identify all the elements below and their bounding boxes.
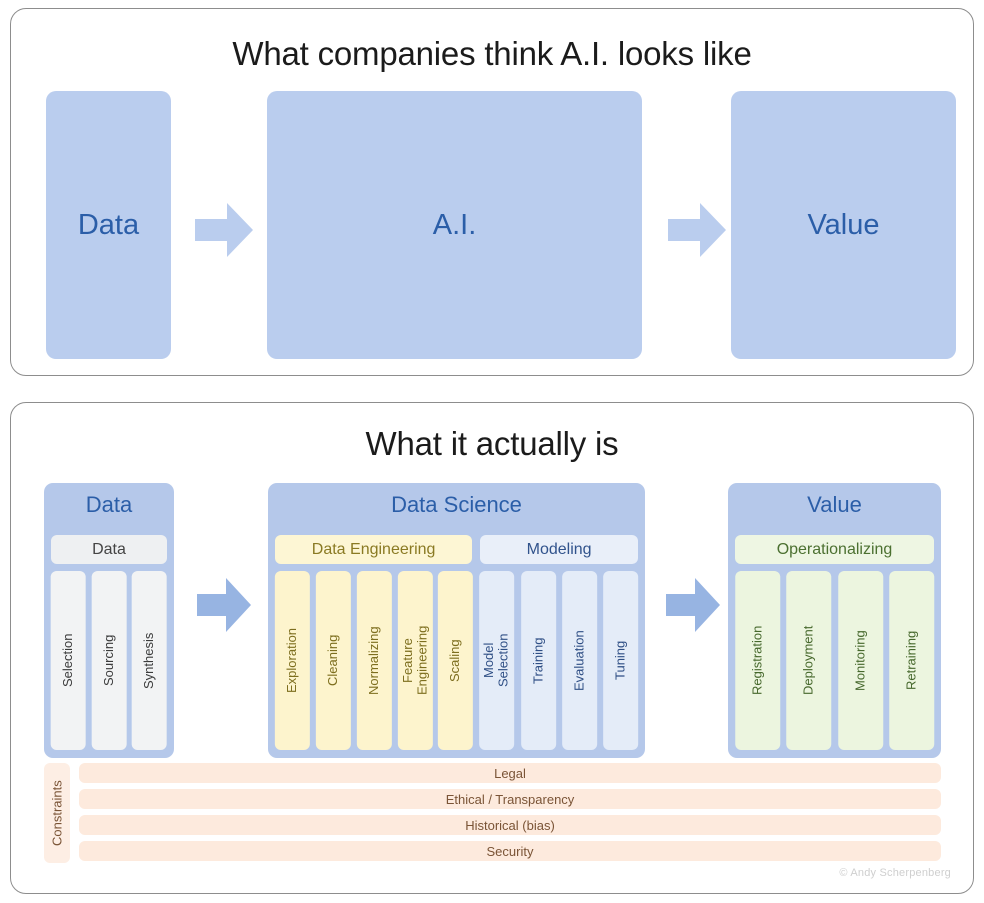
cellgroup-modeling: Model Selection Training Evaluation Tuni… (479, 571, 639, 750)
cell-tuning: Tuning (602, 571, 639, 750)
group-data-title: Data (85, 492, 133, 517)
group-data-science-title: Data Science (391, 492, 522, 517)
group-value: Value Operationalizing Registration Depl… (728, 483, 941, 758)
block-data: Data (46, 91, 171, 359)
group-value-cells: Registration Deployment Monitoring Retra… (735, 571, 934, 750)
constraint-bar-legal: Legal (79, 763, 941, 783)
arrow-right-icon-4 (664, 575, 722, 635)
cell-evaluation: Evaluation (561, 571, 597, 750)
group-value-title: Value (807, 492, 862, 517)
cell-normalizing: Normalizing (356, 571, 392, 750)
arrow-right-icon-1 (193, 199, 255, 261)
constraint-bar-security: Security (79, 841, 941, 861)
arrow-right-icon-3 (195, 575, 253, 635)
cell-sourcing: Sourcing (91, 571, 127, 750)
cell-feature-engineering: Feature Engineering (397, 571, 433, 750)
block-data-label: Data (77, 208, 140, 241)
arrow-right-icon-2 (666, 199, 728, 261)
block-ai-label: A.I. (432, 208, 477, 241)
constraint-bar-ethical: Ethical / Transparency (79, 789, 941, 809)
cell-cleaning: Cleaning (315, 571, 351, 750)
block-value-label: Value (807, 208, 880, 241)
constraint-bar-historical: Historical (bias) (79, 815, 941, 835)
group-data-subgroup-titles: Data (51, 535, 167, 564)
block-value: Value (731, 91, 956, 359)
attribution-text: © Andy Scherpenberg (839, 867, 951, 879)
constraints-label: Constraints (44, 763, 70, 863)
block-ai: A.I. (267, 91, 642, 359)
subgroup-title-modeling: Modeling (480, 535, 638, 564)
cell-model-selection: Model Selection (479, 571, 515, 750)
subgroup-title-data-engineering: Data Engineering (275, 535, 473, 564)
cell-monitoring: Monitoring (837, 571, 883, 750)
group-ds-subgroup-titles: Data Engineering Modeling (275, 535, 638, 564)
group-data: Data Data Selection Sourcing Synthesis (44, 483, 174, 758)
cell-registration: Registration (735, 571, 781, 750)
cell-deployment: Deployment (786, 571, 832, 750)
panel-title-reality: What it actually is (365, 425, 619, 462)
cell-scaling: Scaling (438, 571, 474, 750)
group-data-science: Data Science Data Engineering Modeling E… (268, 483, 645, 758)
cell-training: Training (520, 571, 556, 750)
cell-exploration: Exploration (275, 571, 310, 750)
panel-expectation: What companies think A.I. looks like Dat… (10, 8, 974, 376)
group-data-cells: Selection Sourcing Synthesis (51, 571, 168, 750)
group-value-subgroup-titles: Operationalizing (735, 535, 934, 564)
cell-synthesis: Synthesis (132, 571, 168, 750)
cell-selection: Selection (51, 571, 86, 750)
panel-title-expectation: What companies think A.I. looks like (232, 35, 752, 72)
group-ds-cells: Exploration Cleaning Normalizing Feature… (275, 571, 639, 750)
panel-reality: What it actually is Data Data Selection … (10, 402, 974, 894)
subgroup-title-data: Data (51, 535, 167, 564)
subgroup-title-operationalizing: Operationalizing (735, 535, 934, 564)
cell-retraining: Retraining (888, 571, 934, 750)
cellgroup-data-engineering: Exploration Cleaning Normalizing Feature… (275, 571, 474, 750)
